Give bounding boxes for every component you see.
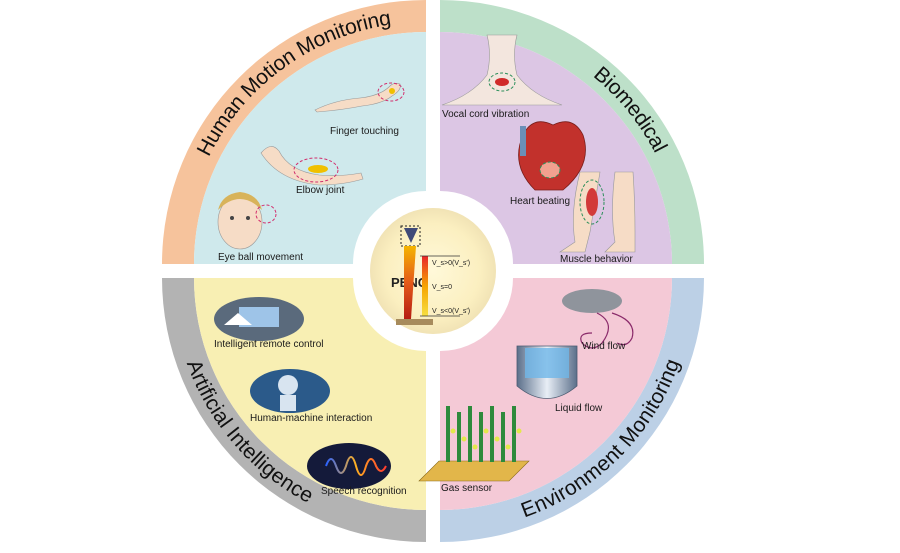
label-face: Eye ball movement — [218, 252, 303, 263]
ring-biomedical — [440, 0, 704, 264]
ring-ai — [162, 278, 426, 542]
label-wind: Wind flow — [582, 341, 626, 352]
label-smart-home: Intelligent remote control — [214, 339, 324, 350]
throat-icon — [441, 34, 563, 106]
label-legs: Muscle behavior — [560, 254, 633, 265]
state-negative: V_s<0(V_s′) — [432, 308, 470, 315]
liquid-pipe-icon — [516, 345, 578, 399]
ring-environment — [440, 278, 704, 542]
potential-bar-icon — [422, 256, 428, 316]
wind-icon — [562, 289, 634, 349]
label-liquid-pipe: Liquid flow — [555, 403, 603, 414]
robot-icon — [250, 369, 330, 413]
probe-tip-icon — [404, 228, 418, 243]
label-elbow: Elbow joint — [296, 185, 345, 196]
label-robot: Human-machine interaction — [250, 413, 372, 424]
label-voice-wave: Speech recognition — [321, 486, 407, 497]
substrate-icon — [396, 319, 433, 325]
legs-icon — [559, 171, 636, 253]
smart-home-icon — [214, 297, 304, 341]
peng-center: PENG V_s>0(V_s′) V_s=0 V_s<0(V_s′) — [362, 200, 504, 342]
ring-human-motion — [162, 0, 426, 264]
nanowire-icon — [404, 246, 416, 319]
nanowire-array-icon — [418, 406, 530, 482]
state-positive: V_s>0(V_s′) — [432, 260, 470, 267]
state-zero: V_s=0 — [432, 284, 452, 291]
elbow-icon — [260, 146, 364, 186]
finger-icon — [314, 82, 405, 113]
heart-icon — [518, 121, 586, 191]
face-icon — [217, 192, 277, 250]
label-nanowire-array: Gas sensor — [441, 483, 493, 494]
label-throat: Vocal cord vibration — [442, 109, 529, 120]
label-heart: Heart beating — [510, 196, 570, 207]
label-finger: Finger touching — [330, 126, 399, 137]
voice-wave-icon — [307, 443, 391, 489]
